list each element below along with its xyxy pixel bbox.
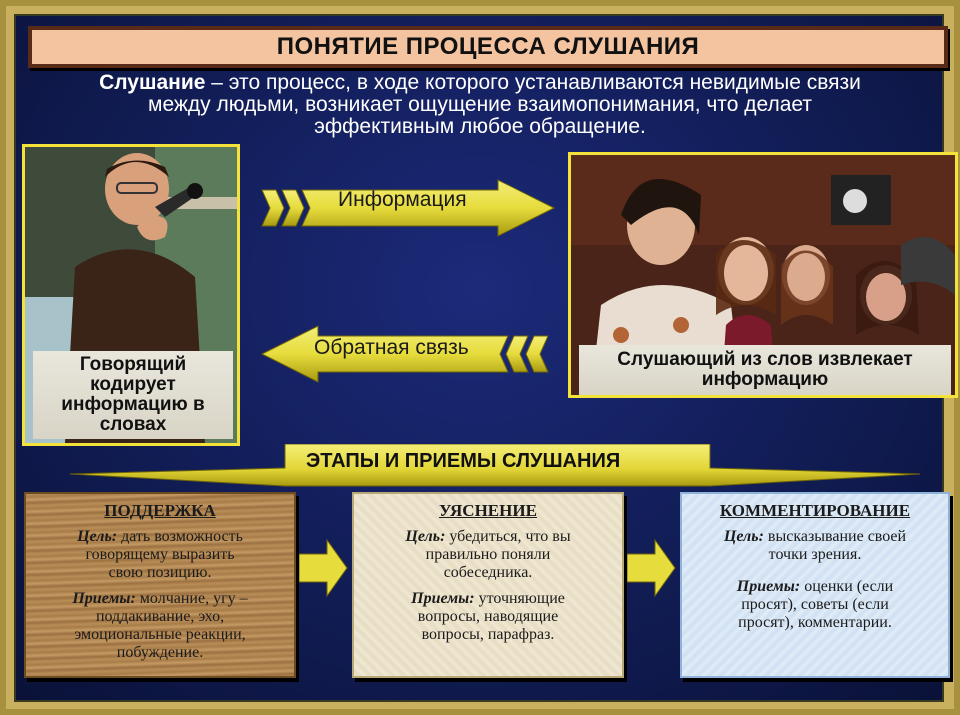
stage-comment-goal: Цель: высказывание своей точки зрения. (682, 528, 948, 564)
stage-support-methods: Приемы: молчание, угу – поддакивание, эх… (26, 590, 294, 662)
stage-comment-card: КОММЕНТИРОВАНИЕ Цель: высказывание своей… (680, 492, 950, 678)
listener-caption: Слушающий из слов извлекает информацию (579, 345, 951, 395)
stage-clarify-methods-line-2: вопросы, наводящие (417, 608, 559, 625)
stage-comment-methods-line-1: оценки (если (800, 578, 894, 595)
stage-support-methods-label: Приемы: (72, 590, 136, 607)
stage-support-methods-line-4: побуждение. (116, 644, 204, 661)
definition-line-1: Слушание – это процесс, в ходе которого … (30, 72, 930, 94)
stage-comment-goal-label: Цель: (723, 528, 764, 545)
stage-support-methods-line-1: молчание, угу – (135, 590, 248, 607)
stage-support-methods-line-3: эмоциональные реакции, (74, 626, 246, 643)
definition-line-2: между людьми, возникает ощущение взаимоп… (148, 93, 812, 116)
stage-support-title: ПОДДЕРЖКА (104, 501, 216, 520)
listener-caption-line-2: информацию (701, 369, 829, 390)
definition-line-3: эффективным любое обращение. (314, 115, 646, 138)
stage-arrow-2 (627, 538, 676, 598)
stage-clarify-goal-label: Цель: (405, 528, 446, 545)
stage-support-goal-label: Цель: (77, 528, 118, 545)
stage-clarify-methods-line-1: уточняющие (474, 590, 565, 607)
feedback-label: Обратная связь (314, 336, 469, 359)
stage-clarify-methods-label: Приемы: (411, 590, 475, 607)
stage-support-goal: Цель: дать возможность говорящему вырази… (26, 528, 294, 582)
stage-clarify-goal-line-3: собеседника. (443, 564, 533, 581)
information-arrow (261, 179, 556, 237)
stage-comment-methods: Приемы: оценки (если просят), советы (ес… (682, 578, 948, 632)
stage-clarify-card: УЯСНЕНИЕ Цель: убедиться, что вы правиль… (352, 492, 624, 678)
speaker-photo-frame: Говорящий кодирует информацию в словах (22, 144, 240, 446)
information-label: Информация (338, 188, 467, 211)
stage-support-goal-line-2: говорящему выразить (85, 546, 235, 563)
feedback-arrow (260, 325, 549, 383)
stages-banner-title: ЭТАПЫ И ПРИЕМЫ СЛУШАНИЯ (306, 450, 621, 472)
stage-support-goal-line-1: дать возможность (117, 528, 243, 545)
stage-support-methods-line-2: поддакивание, эхо, (95, 608, 225, 625)
stage-support-card: ПОДДЕРЖКА Цель: дать возможность говорящ… (24, 492, 296, 678)
stage-comment-title: КОММЕНТИРОВАНИЕ (719, 501, 911, 520)
speaker-caption: Говорящий кодирует информацию в словах (33, 351, 233, 439)
title-bar: ПОНЯТИЕ ПРОЦЕССА СЛУШАНИЯ (28, 26, 948, 68)
definition-term: Слушание (99, 71, 206, 94)
stage-clarify-goal: Цель: убедиться, что вы правильно поняли… (354, 528, 622, 582)
speaker-caption-line-4: словах (99, 414, 167, 435)
audience-photo-frame: Слушающий из слов извлекает информацию (568, 152, 958, 398)
stage-clarify-goal-line-2: правильно поняли (425, 546, 551, 563)
stage-arrow-1 (299, 538, 348, 598)
stage-clarify-goal-line-1: убедиться, что вы (445, 528, 571, 545)
stage-support-goal-line-3: свою позицию. (108, 564, 212, 581)
stage-clarify-methods: Приемы: уточняющие вопросы, наводящие во… (354, 590, 622, 644)
stage-clarify-title: УЯСНЕНИЕ (439, 501, 537, 520)
stages-banner (70, 444, 920, 487)
listener-caption-line-1: Слушающий из слов извлекает (617, 349, 913, 370)
speaker-caption-line-3: информацию в (61, 394, 205, 415)
speaker-caption-line-1: Говорящий (79, 354, 187, 375)
stage-comment-goal-line-2: точки зрения. (768, 546, 862, 563)
stage-comment-goal-line-1: высказывание своей (763, 528, 907, 545)
stage-comment-methods-label: Приемы: (736, 578, 801, 595)
stage-clarify-methods-line-3: вопросы, парафраз. (421, 626, 555, 643)
definition-text: Слушание – это процесс, в ходе которого … (30, 72, 930, 138)
stage-comment-methods-line-2: просят), советы (если (741, 596, 889, 613)
speaker-caption-line-2: кодирует (90, 374, 176, 395)
definition-line-1-rest: – это процесс, в ходе которого устанавли… (205, 71, 861, 94)
page-title: ПОНЯТИЕ ПРОЦЕССА СЛУШАНИЯ (276, 33, 700, 60)
stage-comment-methods-line-3: просят), комментарии. (738, 614, 892, 631)
